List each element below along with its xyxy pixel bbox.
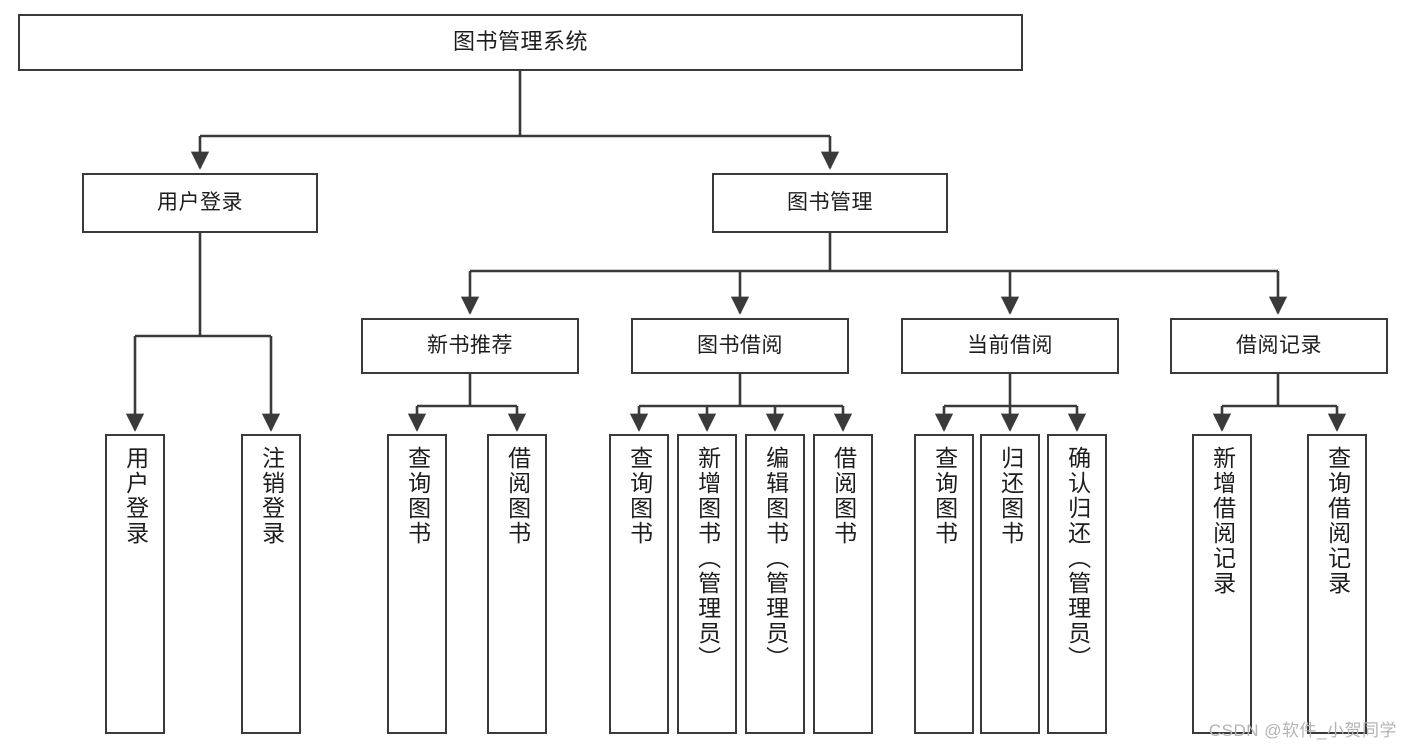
node-book-borrow[interactable]: 图书借阅 <box>631 318 849 374</box>
node-label: 借阅图书 <box>830 446 857 546</box>
node-leaf-logout-login[interactable]: 注销登录 <box>241 434 301 734</box>
node-label: 当前借阅 <box>967 334 1053 358</box>
watermark-text: CSDN @软件_小贺同学 <box>1208 721 1397 740</box>
node-label: 图书借阅 <box>697 334 783 358</box>
node-new-book-recommend[interactable]: 新书推荐 <box>361 318 579 374</box>
node-leaf-user-login[interactable]: 用户登录 <box>105 434 165 734</box>
node-label: 新书推荐 <box>427 334 513 358</box>
node-label: 编辑图书（管理员） <box>762 446 789 671</box>
node-label: 归还图书 <box>997 446 1024 546</box>
node-label: 用户登录 <box>157 191 243 215</box>
node-leaf-query-borrow-record[interactable]: 查询借阅记录 <box>1307 434 1367 734</box>
node-label: 查询图书 <box>931 446 958 546</box>
node-label: 新增借阅记录 <box>1209 446 1236 596</box>
node-leaf-borrow-book[interactable]: 借阅图书 <box>813 434 873 734</box>
node-leaf-query-book-borrow[interactable]: 查询图书 <box>609 434 669 734</box>
node-root-book-management-system[interactable]: 图书管理系统 <box>18 14 1023 71</box>
node-label: 确认归还（管理员） <box>1064 446 1091 671</box>
node-leaf-add-book[interactable]: 新增图书（管理员） <box>677 434 737 734</box>
node-label: 新增图书（管理员） <box>694 446 721 671</box>
node-borrow-record[interactable]: 借阅记录 <box>1170 318 1388 374</box>
node-leaf-query-book-current[interactable]: 查询图书 <box>914 434 974 734</box>
node-label: 图书管理系统 <box>452 29 588 55</box>
node-label: 查询图书 <box>404 446 431 546</box>
node-label: 查询借阅记录 <box>1324 446 1351 596</box>
node-label: 注销登录 <box>258 446 285 546</box>
node-current-borrow[interactable]: 当前借阅 <box>901 318 1119 374</box>
node-leaf-add-borrow-record[interactable]: 新增借阅记录 <box>1192 434 1252 734</box>
node-leaf-return-book[interactable]: 归还图书 <box>980 434 1040 734</box>
node-label: 查询图书 <box>626 446 653 546</box>
node-leaf-edit-book[interactable]: 编辑图书（管理员） <box>745 434 805 734</box>
node-user-login[interactable]: 用户登录 <box>82 173 318 233</box>
node-label: 借阅记录 <box>1236 334 1322 358</box>
node-leaf-query-book-recommend[interactable]: 查询图书 <box>387 434 447 734</box>
node-label: 借阅图书 <box>504 446 531 546</box>
node-book-management[interactable]: 图书管理 <box>712 173 948 233</box>
node-label: 图书管理 <box>787 191 873 215</box>
node-label: 用户登录 <box>122 446 149 546</box>
node-leaf-confirm-return[interactable]: 确认归还（管理员） <box>1047 434 1107 734</box>
node-leaf-borrow-book-recommend[interactable]: 借阅图书 <box>487 434 547 734</box>
